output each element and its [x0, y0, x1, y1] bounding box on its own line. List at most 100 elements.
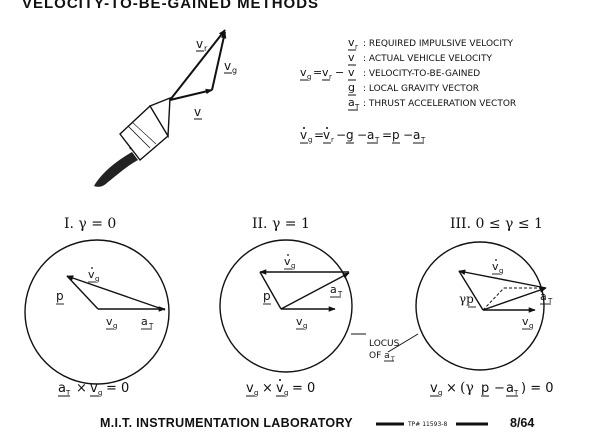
case-2-heading: II. γ = 1 — [252, 216, 310, 232]
locus-label-line2: OF a — [369, 351, 390, 361]
svg-text:g: g — [113, 322, 117, 330]
svg-text:p: p — [56, 289, 64, 303]
svg-text:v: v — [348, 66, 355, 79]
svg-text:×: × — [446, 381, 457, 396]
svg-text:(γ: (γ — [460, 380, 474, 396]
svg-text:−: − — [494, 381, 505, 396]
svg-text:r: r — [331, 136, 334, 144]
svg-text:= 0: = 0 — [292, 381, 315, 396]
case-1-diagram: v g p v g a T — [24, 239, 170, 385]
svg-text:T: T — [547, 297, 553, 305]
page-title: VELOCITY-TO-BE-GAINED METHODS — [22, 0, 319, 12]
svg-text:g: g — [232, 66, 237, 75]
svg-text:a: a — [141, 315, 148, 328]
case-3-locus-circle — [415, 241, 545, 371]
svg-text:T: T — [337, 290, 343, 298]
vehicle-diagram: v r v g v — [94, 29, 237, 187]
nose-cone — [148, 96, 171, 139]
svg-text:T: T — [148, 322, 154, 330]
svg-text:v: v — [300, 128, 307, 142]
svg-text:γp: γp — [459, 292, 474, 306]
case-1-formula: a T × v g = 0 — [58, 381, 129, 397]
svg-text:a: a — [413, 128, 420, 142]
svg-text:T: T — [420, 136, 426, 144]
svg-text:a: a — [330, 283, 337, 296]
legend-text-5: : THRUST ACCELERATION VECTOR — [363, 99, 516, 109]
case-1-vgdot-vector — [66, 275, 166, 311]
case-2-at-vector — [280, 272, 350, 310]
main-equation: v g = v r − g − a T = p − a T — [300, 127, 426, 144]
vr-label: v — [196, 37, 203, 51]
svg-text:v: v — [276, 381, 284, 396]
svg-text:v: v — [492, 260, 499, 273]
svg-text:T: T — [390, 356, 395, 363]
svg-text:g: g — [284, 389, 288, 397]
svg-text:−: − — [336, 128, 346, 142]
svg-text:v: v — [430, 381, 438, 396]
svg-text:v: v — [88, 268, 95, 281]
v-vector — [169, 88, 213, 101]
case-3-at-vector — [482, 287, 547, 311]
case-1-locus-circle — [24, 239, 170, 385]
locus-label-line1: LOCUS — [369, 339, 400, 349]
vg-label: v — [224, 59, 231, 73]
svg-text:g: g — [529, 322, 533, 330]
svg-text:g: g — [348, 81, 355, 94]
svg-text:g: g — [95, 275, 99, 283]
svg-text:v: v — [348, 51, 355, 64]
case-3-diagram: v g γp a T v g — [415, 241, 553, 371]
svg-text:−: − — [357, 128, 367, 142]
legend-equation: v — [300, 66, 307, 79]
case-1-p-vector — [66, 275, 99, 310]
svg-text:×: × — [76, 381, 87, 396]
v-label: v — [194, 105, 201, 119]
svg-text:g: g — [303, 322, 307, 330]
svg-text:g: g — [307, 73, 311, 81]
svg-text:r: r — [355, 43, 358, 51]
footer-lab-name: M.I.T. INSTRUMENTATION LABORATORY — [100, 416, 353, 430]
svg-text:×: × — [262, 381, 273, 396]
svg-text:−: − — [335, 66, 344, 79]
svg-text:v: v — [106, 315, 113, 328]
svg-text:p: p — [392, 128, 400, 142]
svg-text:p: p — [263, 289, 271, 303]
svg-text:T: T — [65, 389, 71, 397]
legend-text-1: : REQUIRED IMPULSIVE VELOCITY — [363, 39, 513, 49]
svg-text:v: v — [348, 36, 355, 49]
case-3-vgdot-vector — [458, 269, 547, 289]
svg-text:= 0: = 0 — [106, 381, 129, 396]
footer-tp-number: TP# 11593-8 — [407, 421, 447, 428]
case-2-diagram: v g p a T v g — [219, 239, 353, 373]
svg-text:v: v — [284, 255, 291, 268]
footer: M.I.T. INSTRUMENTATION LABORATORY TP# 11… — [100, 416, 534, 430]
svg-text:v: v — [90, 381, 98, 396]
case-2-formula: v g × v g = 0 — [246, 379, 315, 397]
svg-text:T: T — [354, 103, 360, 111]
locus-callout: LOCUS OF a T — [351, 333, 419, 363]
case-2-locus-circle — [219, 239, 353, 373]
footer-date: 8/64 — [510, 416, 534, 430]
svg-text:a: a — [58, 381, 66, 396]
svg-text:=: = — [314, 128, 324, 142]
svg-text:r: r — [204, 44, 208, 53]
svg-text:a: a — [367, 128, 374, 142]
case-3-formula: v g × (γ p − a T ) = 0 — [430, 380, 554, 397]
svg-text:g: g — [438, 389, 442, 397]
svg-text:g: g — [499, 267, 503, 275]
vg-vector — [211, 31, 227, 91]
svg-text:=: = — [313, 66, 322, 79]
svg-text:v: v — [296, 315, 303, 328]
case-3-gp-vector — [458, 270, 484, 311]
svg-text:v: v — [522, 315, 529, 328]
svg-text:g: g — [291, 262, 295, 270]
svg-text:−: − — [403, 128, 413, 142]
svg-text:p: p — [481, 381, 489, 396]
svg-text:a: a — [506, 381, 514, 396]
legend-text-3: : VELOCITY-TO-BE-GAINED — [363, 69, 480, 79]
svg-text:g: g — [346, 128, 354, 142]
svg-text:g: g — [254, 389, 258, 397]
case-3-heading: III. 0 ≤ γ ≤ 1 — [450, 216, 543, 232]
case-2-p-vector — [259, 271, 282, 310]
svg-text:T: T — [374, 136, 380, 144]
svg-text:r: r — [329, 73, 332, 81]
